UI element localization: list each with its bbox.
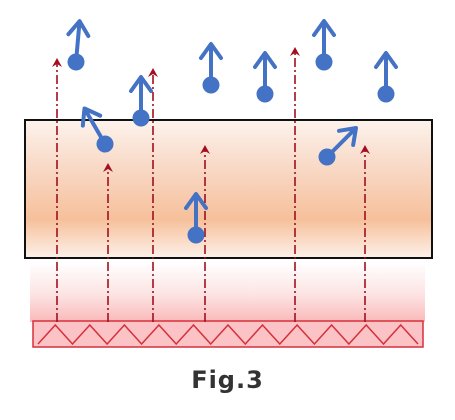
heater-zigzag: [37, 323, 419, 346]
particle: [318, 126, 358, 166]
figure-caption: Fig.3: [191, 366, 264, 394]
heat-ray-arrow: [52, 58, 62, 322]
particle: [199, 42, 223, 94]
heat-ray-arrow: [290, 47, 300, 322]
heat-ray-arrow: [200, 145, 210, 322]
particle: [129, 75, 153, 127]
particle: [253, 51, 277, 103]
heat-ray-arrow: [103, 163, 113, 322]
heat-ray-arrow: [360, 145, 370, 322]
heat-ray-arrow: [148, 68, 158, 322]
heat-glow-region: [30, 262, 425, 322]
particle: [184, 192, 208, 244]
particle: [312, 19, 336, 71]
heat-rays: [52, 47, 370, 322]
slab-body: [24, 119, 433, 259]
particle: [66, 19, 91, 71]
heater-element: [32, 320, 424, 348]
particle: [80, 106, 114, 153]
particles: [66, 19, 398, 244]
particle: [374, 51, 398, 103]
